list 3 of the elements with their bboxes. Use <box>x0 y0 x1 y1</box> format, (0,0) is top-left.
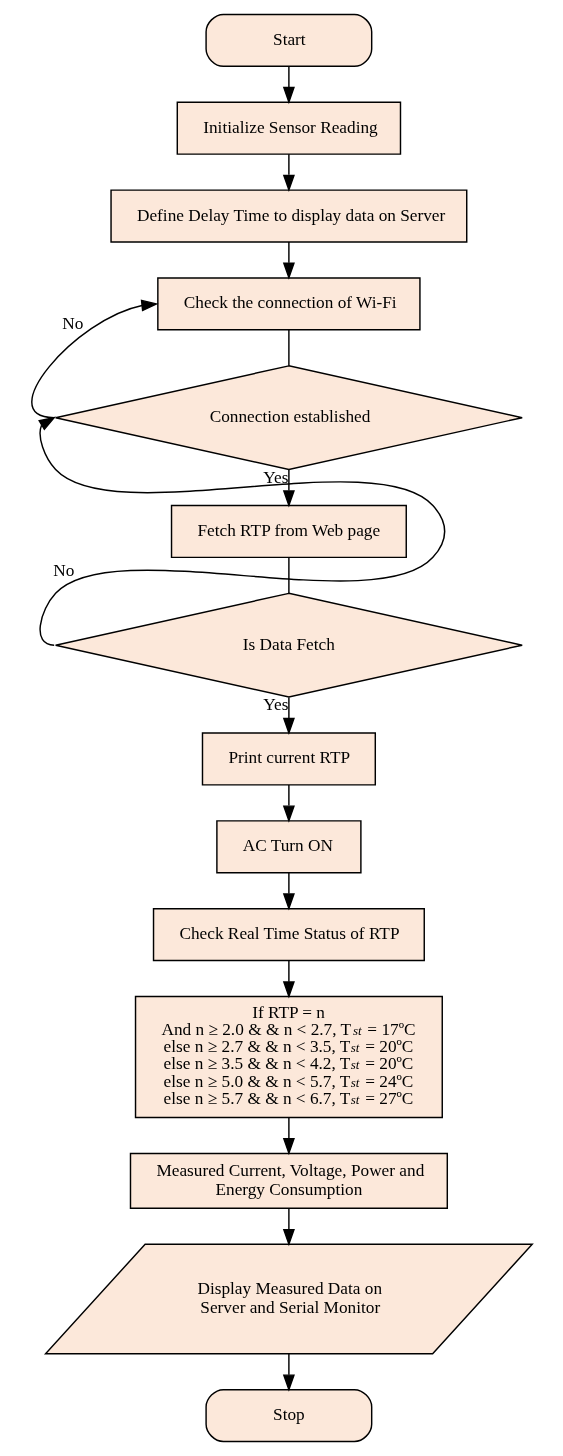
edge-label: No <box>61 313 83 333</box>
edge-label: No <box>52 560 74 580</box>
edge-label: Yes <box>262 695 288 715</box>
